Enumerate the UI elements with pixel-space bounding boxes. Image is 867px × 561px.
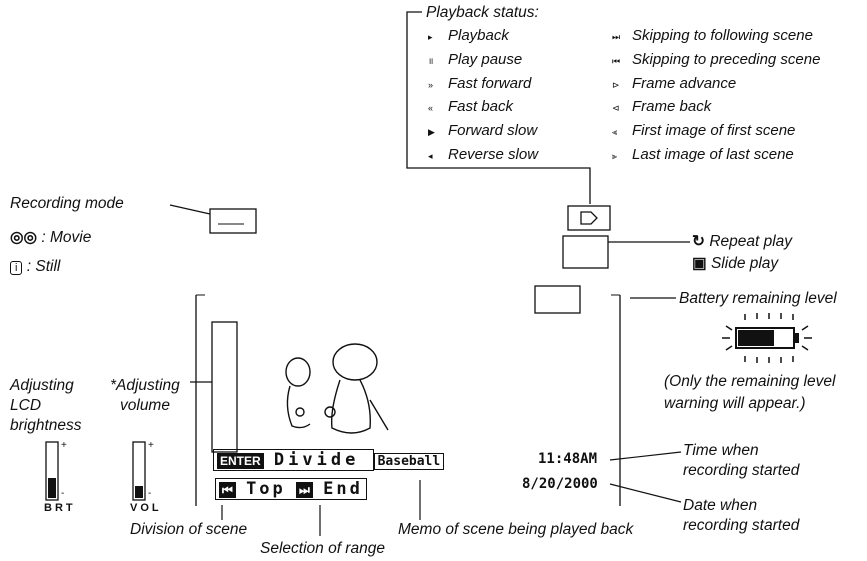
movie-icon: ◎◎ (10, 229, 37, 246)
illustration (286, 344, 388, 433)
time-started-1: Time when (683, 441, 759, 460)
top-text: Top (246, 479, 286, 499)
playback-status-item: ⫸Last image of last scene (612, 145, 820, 169)
divide-row: ENTER Divide Baseball (213, 450, 444, 470)
still-icon: i (10, 261, 22, 275)
lcd-brightness-line3: brightness (10, 416, 82, 435)
playback-status-label: Reverse slow (448, 146, 538, 163)
volume-line1: *Adjusting (110, 376, 180, 395)
recording-mode-still: i : Still (10, 257, 60, 278)
playback-status-item: ▸Playback (428, 26, 538, 50)
divide-box: ENTER Divide (213, 449, 374, 471)
playback-status-right-list: ⏭Skipping to following scene⏮Skipping to… (612, 26, 820, 169)
enter-key: ENTER (217, 453, 264, 469)
skip-next-icon: ⏭ (612, 28, 632, 47)
date-started-2: recording started (683, 516, 799, 535)
playback-status-item: ⏭Skipping to following scene (612, 26, 820, 50)
memo-text: Baseball (378, 454, 441, 469)
playback-status-item: ⫷First image of first scene (612, 121, 820, 145)
skip-prev-icon: ⏮ (612, 52, 632, 71)
playback-status-label: Frame back (632, 98, 711, 115)
vol-bar-label: VOL (130, 499, 162, 518)
playback-status-label: Playback (448, 27, 509, 44)
frame-back-icon: ⊲ (612, 99, 632, 118)
vol-plus: + (148, 436, 154, 455)
playback-status-item: ⏮Skipping to preceding scene (612, 50, 820, 74)
playback-status-item: ⊲Frame back (612, 97, 820, 121)
slide-play-label: ▣ Slide play (692, 254, 778, 273)
memo-box: Baseball (374, 453, 445, 470)
playback-status-label: Skipping to preceding scene (632, 51, 820, 68)
playback-status-label: Forward slow (448, 122, 537, 139)
selection-of-range-label: Selection of range (260, 539, 385, 558)
playback-status-item: ◂Reverse slow (428, 145, 538, 169)
battery-note-2: warning will appear.) (664, 394, 806, 413)
brt-plus: + (61, 436, 67, 455)
slide-icon: ▣ (692, 255, 707, 272)
fast-forward-icon: » (428, 76, 448, 95)
end-text: End (323, 479, 363, 499)
volume-line2: volume (120, 396, 170, 415)
recording-mode-movie: ◎◎ : Movie (10, 228, 91, 247)
memo-of-scene-label: Memo of scene being played back (398, 520, 633, 539)
playback-status-item: «Fast back (428, 97, 538, 121)
lcd-brightness-line2: LCD (10, 396, 41, 415)
divide-text: Divide (274, 450, 359, 470)
playback-status-label: Fast forward (448, 75, 531, 92)
reverse-slow-icon: ◂ (428, 147, 448, 166)
last-image-icon: ⫸ (612, 147, 632, 166)
time-started-2: recording started (683, 461, 799, 480)
playback-status-label: Frame advance (632, 75, 736, 92)
playback-status-item: ⊳Frame advance (612, 74, 820, 98)
playback-status-label: Skipping to following scene (632, 27, 813, 44)
recording-mode-title: Recording mode (10, 194, 124, 213)
battery-title: Battery remaining level (679, 289, 837, 308)
screen-time: 11:48AM (538, 451, 597, 467)
playback-status-left-list: ▸Playback॥Play pause»Fast forward«Fast b… (428, 26, 538, 169)
forward-slow-icon: ▶ (428, 123, 448, 142)
pause-icon: ॥ (428, 52, 448, 71)
top-key: ⏮ (219, 482, 236, 498)
range-row: ⏮ Top ⏭ End (215, 479, 367, 499)
first-image-icon: ⫷ (612, 123, 632, 142)
brt-bar-label: BRT (44, 499, 76, 518)
playback-status-label: Play pause (448, 51, 522, 68)
screen-date: 8/20/2000 (522, 476, 598, 492)
playback-status-item: ▶Forward slow (428, 121, 538, 145)
repeat-icon: ↻ (692, 233, 705, 250)
battery-note-1: (Only the remaining level (664, 372, 835, 391)
playback-status-label: Fast back (448, 98, 513, 115)
repeat-play-label: ↻ Repeat play (692, 232, 792, 251)
playback-status-title: Playback status: (426, 3, 539, 22)
division-of-scene-label: Division of scene (130, 520, 247, 539)
end-key: ⏭ (296, 482, 313, 498)
play-icon: ▸ (428, 28, 448, 47)
range-box: ⏮ Top ⏭ End (215, 478, 367, 500)
frame-advance-icon: ⊳ (612, 76, 632, 95)
playback-status-label: Last image of last scene (632, 146, 794, 163)
playback-status-item: »Fast forward (428, 74, 538, 98)
playback-status-item: ॥Play pause (428, 50, 538, 74)
date-started-1: Date when (683, 496, 757, 515)
lcd-brightness-line1: Adjusting (10, 376, 74, 395)
playback-status-label: First image of first scene (632, 122, 795, 139)
fast-back-icon: « (428, 99, 448, 118)
